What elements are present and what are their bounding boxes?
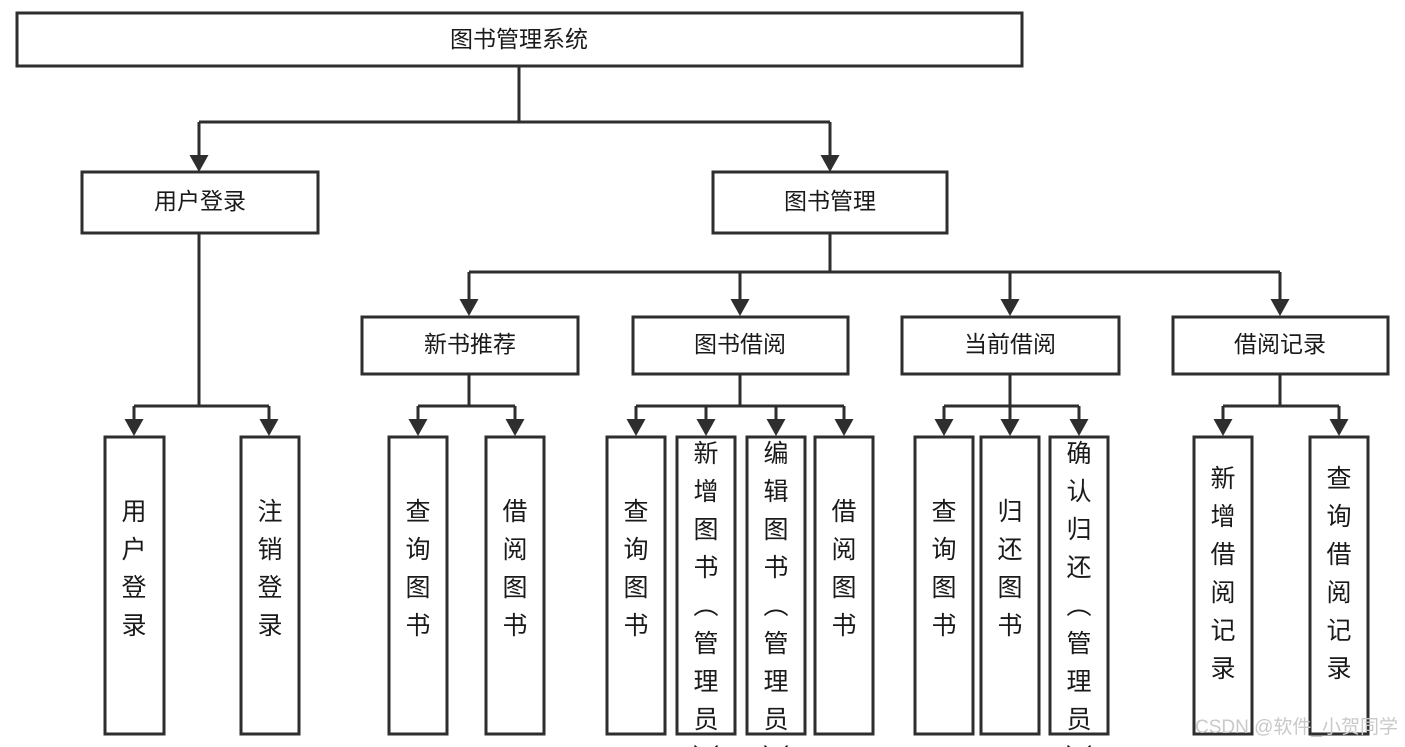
leaf-edit-book-box [745, 435, 807, 736]
node-book-borrow-box [631, 315, 850, 376]
leaf-edit-book[interactable]: 编辑图书︵管理员︶ [745, 435, 807, 747]
leaf-query-book-1-label: 查询图书 [405, 498, 430, 640]
leaf-query-book-2[interactable]: 查询图书 [605, 435, 667, 736]
leaf-query-record[interactable]: 查询借阅记录 [1308, 435, 1370, 736]
leaf-add-book[interactable]: 新增图书︵管理员︶ [675, 435, 737, 747]
arrow-to-leaf-user-login [124, 419, 144, 436]
leaf-logout-box [239, 435, 301, 736]
node-book-management-box [711, 170, 949, 235]
arrow-to-leaf-return-book [1000, 419, 1020, 436]
node-new-book-recommend[interactable]: 新书推荐 [360, 315, 580, 376]
node-book-management[interactable]: 图书管理 [711, 170, 949, 235]
arrow-to-leaf-edit-book [766, 419, 786, 436]
arrow-to-leaf-borrow-book-1 [505, 419, 525, 436]
arrow-to-leaf-logout [259, 419, 279, 436]
leaf-query-book-3[interactable]: 查询图书 [913, 435, 975, 736]
leaf-query-book-2-box [605, 435, 667, 736]
node-book-management-label: 图书管理 [784, 188, 876, 214]
leaf-user-login[interactable]: 用户登录 [103, 435, 166, 736]
leaf-user-login-box [103, 435, 166, 736]
leaf-query-record-label: 查询借阅记录 [1326, 465, 1351, 683]
leaf-return-book-label: 归还图书 [997, 498, 1022, 640]
leaf-borrow-book-2-label: 借阅图书 [831, 498, 856, 640]
leaf-query-book-3-label: 查询图书 [931, 498, 956, 640]
node-root[interactable]: 图书管理系统 [15, 11, 1024, 68]
arrow-to-book-borrow [730, 299, 750, 316]
leaf-logout[interactable]: 注销登录 [239, 435, 301, 736]
node-new-book-recommend-label: 新书推荐 [424, 331, 516, 357]
leaf-query-book-1-box [387, 435, 449, 736]
arrow-to-leaf-query-book-1 [408, 419, 428, 436]
node-borrow-record[interactable]: 借阅记录 [1171, 315, 1390, 376]
node-root-label: 图书管理系统 [450, 26, 588, 52]
arrow-to-new-book-recommend [459, 299, 479, 316]
leaf-return-book[interactable]: 归还图书 [979, 435, 1041, 736]
leaf-logout-label: 注销登录 [257, 498, 282, 640]
connector-layer [124, 66, 1349, 436]
arrow-to-leaf-borrow-book-2 [834, 419, 854, 436]
leaf-add-record-label: 新增借阅记录 [1210, 465, 1235, 683]
node-user-login-box [80, 170, 320, 235]
node-borrow-record-box [1171, 315, 1390, 376]
node-borrow-record-label: 借阅记录 [1234, 331, 1326, 357]
leaf-confirm-return-label: 确认归还︵管理员︶ [1066, 440, 1091, 747]
leaf-borrow-book-1[interactable]: 借阅图书 [484, 435, 546, 736]
leaf-add-record[interactable]: 新增借阅记录 [1192, 435, 1254, 736]
node-current-borrow[interactable]: 当前借阅 [900, 315, 1121, 376]
csdn-watermark: CSDN @软件_小贺同学 [1195, 716, 1398, 738]
arrow-root-to-book-management [820, 155, 840, 172]
leaf-borrow-book-1-label: 借阅图书 [502, 498, 527, 640]
leaf-add-record-box [1192, 435, 1254, 736]
leaf-user-login-label: 用户登录 [121, 498, 146, 640]
leaf-borrow-book-2[interactable]: 借阅图书 [813, 435, 875, 736]
leaf-query-book-1[interactable]: 查询图书 [387, 435, 449, 736]
arrow-to-leaf-query-book-2 [626, 419, 646, 436]
leaf-borrow-book-2-box [813, 435, 875, 736]
node-current-borrow-box [900, 315, 1121, 376]
leaf-borrow-book-1-box [484, 435, 546, 736]
node-new-book-recommend-box [360, 315, 580, 376]
arrow-to-leaf-query-book-3 [934, 419, 954, 436]
arrow-to-borrow-record [1270, 299, 1290, 316]
leaf-query-book-2-label: 查询图书 [623, 498, 648, 640]
node-root-box [15, 11, 1024, 68]
leaf-confirm-return[interactable]: 确认归还︵管理员︶ [1048, 435, 1110, 747]
arrow-root-to-user-login [189, 155, 209, 172]
arrow-to-leaf-add-book [696, 419, 716, 436]
node-book-borrow[interactable]: 图书借阅 [631, 315, 850, 376]
node-user-login-label: 用户登录 [154, 188, 246, 214]
node-current-borrow-label: 当前借阅 [964, 331, 1056, 357]
node-book-borrow-label: 图书借阅 [694, 331, 786, 357]
leaf-confirm-return-box [1048, 435, 1110, 736]
leaf-edit-book-label: 编辑图书︵管理员︶ [763, 440, 788, 747]
leaf-query-record-box [1308, 435, 1370, 736]
arrow-to-leaf-query-record [1329, 419, 1349, 436]
leaf-return-book-box [979, 435, 1041, 736]
leaf-add-book-box [675, 435, 737, 736]
leaf-query-book-3-box [913, 435, 975, 736]
leaf-add-book-label: 新增图书︵管理员︶ [693, 440, 718, 747]
arrow-to-leaf-add-record [1213, 419, 1233, 436]
arrow-to-current-borrow [1000, 299, 1020, 316]
node-user-login[interactable]: 用户登录 [80, 170, 320, 235]
arrow-to-leaf-confirm-return [1069, 419, 1089, 436]
